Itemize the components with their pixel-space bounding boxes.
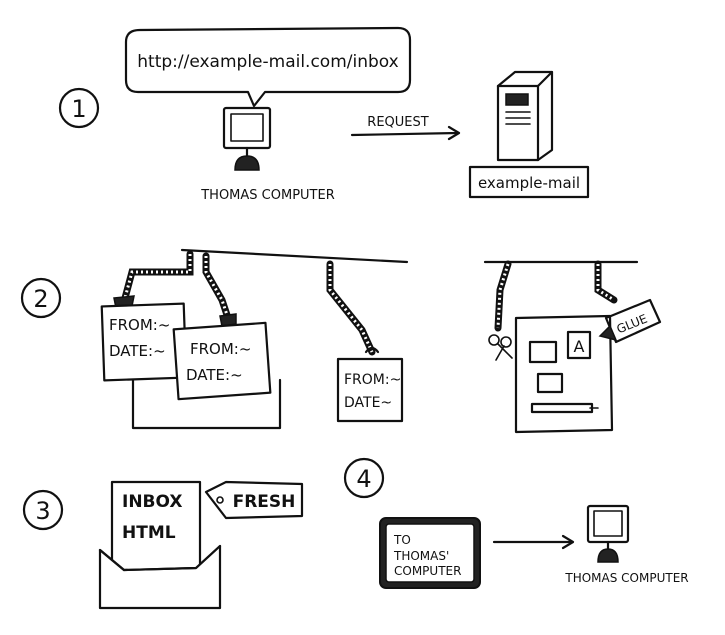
- request-arrow: [350, 131, 460, 137]
- step-3-circle: [22, 489, 64, 531]
- step-2-circle: [20, 277, 62, 319]
- inbox-template-page: A: [514, 314, 614, 434]
- template-slot-1: [528, 340, 558, 364]
- ceiling-rail-left: [180, 248, 409, 264]
- email-card-2-from: FROM:~: [190, 340, 251, 358]
- template-letter-box: [566, 330, 592, 360]
- inbox-frame-back: [131, 373, 282, 430]
- email-card-1-date: DATE:~: [109, 342, 166, 360]
- server-icon: [496, 70, 554, 162]
- email-card-3: FROM:~ DATE~: [336, 357, 404, 423]
- step-3-number: 3: [35, 497, 50, 525]
- package-icon: [379, 517, 481, 589]
- inbox-html-page: [110, 480, 202, 584]
- delivery-arrowhead: [561, 534, 575, 550]
- email-card-3-from: FROM:~: [344, 372, 401, 388]
- inbox-html-line-2: HTML: [122, 523, 176, 543]
- template-letter: A: [574, 337, 585, 356]
- step-2-number: 2: [33, 285, 48, 313]
- package-line-2: THOMAS': [393, 549, 449, 563]
- server-label-box: [468, 165, 590, 199]
- step-1: 1 http://example-mail.com/inbox THOMAS C…: [58, 26, 590, 203]
- request-arrowhead: [447, 125, 461, 141]
- fresh-tag-label: FRESH: [233, 492, 296, 512]
- package-line-3: COMPUTER: [394, 564, 461, 578]
- email-card-1-from: FROM:~: [109, 316, 170, 334]
- scissors-icon: [488, 334, 513, 361]
- email-card-1: FROM:~ DATE:~: [100, 302, 188, 382]
- step-3: 3 INBOX HTML FRESH: [22, 480, 304, 610]
- url-speech-bubble: [124, 26, 412, 108]
- client-computer-label: THOMAS COMPUTER: [200, 188, 335, 203]
- server-label: example-mail: [478, 174, 580, 192]
- step-4-circle: [343, 457, 385, 499]
- template-bar: [530, 402, 594, 414]
- url-text: http://example-mail.com/inbox: [137, 52, 398, 72]
- request-label: REQUEST: [367, 115, 428, 130]
- email-card-3-date: DATE~: [344, 395, 392, 411]
- step-4: 4 TO THOMAS' COMPUTER THOMAS COMPUTER: [343, 457, 689, 589]
- fresh-tag: FRESH: [204, 480, 304, 520]
- step-1-circle: [58, 87, 100, 129]
- step-2: 2 FROM:~ DATE:~: [20, 248, 662, 434]
- template-slot-2: [536, 372, 564, 394]
- gripper-3: [364, 346, 380, 354]
- glue-label: GLUE: [615, 312, 650, 337]
- client-computer-icon-2: [586, 504, 630, 563]
- package-line-1: TO: [393, 533, 411, 547]
- envelope-icon: [98, 544, 222, 610]
- email-card-2-date: DATE:~: [186, 366, 243, 384]
- step-1-number: 1: [71, 95, 86, 123]
- email-card-2: FROM:~ DATE:~: [172, 321, 272, 401]
- step-4-number: 4: [356, 465, 371, 493]
- inbox-html-line-1: INBOX: [122, 492, 182, 512]
- robot-arm-ropes: [121, 250, 618, 356]
- client-computer-icon: [222, 106, 272, 171]
- client-computer-label-2: THOMAS COMPUTER: [564, 571, 688, 585]
